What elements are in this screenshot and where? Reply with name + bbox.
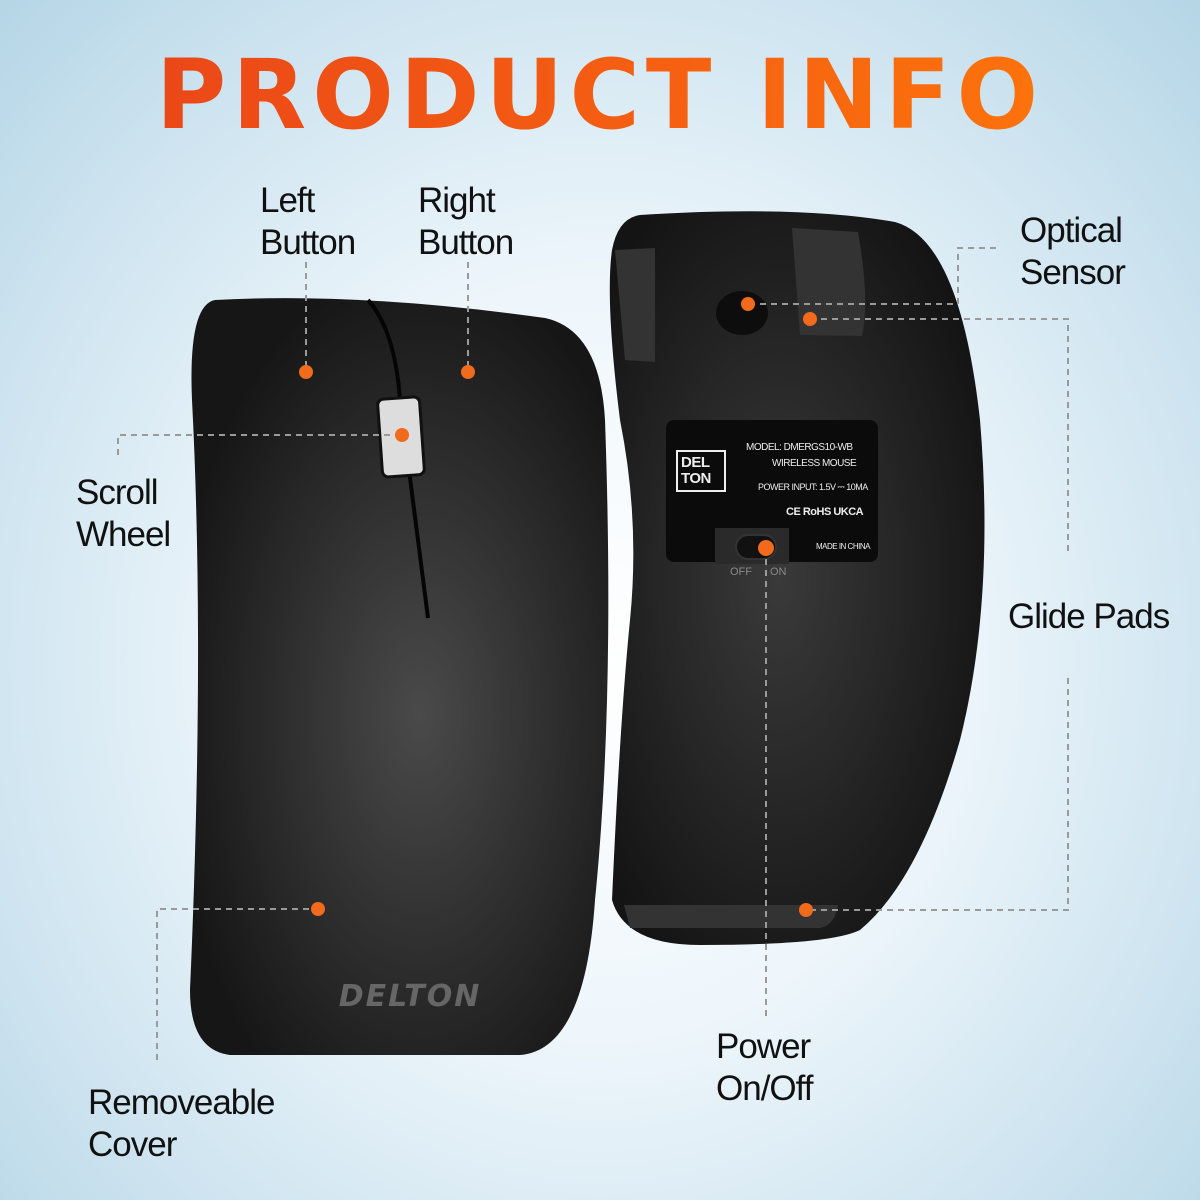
button-split [366, 298, 430, 619]
sticker-marks: CE RoHS UKCA [786, 506, 864, 518]
sticker-model: MODEL: DMERGS10-WB [746, 442, 853, 453]
label-left-button: Left Button [260, 181, 356, 262]
label-right-button: Right Button [418, 181, 514, 262]
glide-pad [624, 905, 838, 928]
label-power: Power On/Off [716, 1027, 813, 1108]
optical-sensor [716, 291, 768, 335]
switch-on-label: ON [770, 566, 787, 578]
sticker-bg [666, 420, 878, 562]
product-label-sticker: DEL TON MODEL: DMERGS10-WB WIRELESS MOUS… [666, 420, 876, 562]
label-glide-pads: Glide Pads [1008, 597, 1170, 636]
sticker-logo: DEL TON [676, 450, 726, 492]
page-title: PRODUCT INFO [0, 40, 1200, 150]
brand-logo: DELTON [339, 979, 482, 1014]
leader-lines [117, 247, 1069, 1060]
glide-pad [615, 248, 655, 362]
mouse-top-view [190, 298, 609, 1055]
switch-off-label: OFF [730, 566, 752, 578]
label-optical-sensor: Optical Sensor [1020, 211, 1126, 292]
label-scroll-wheel: Scroll Wheel [76, 473, 171, 554]
sticker-type: WIRELESS MOUSE [772, 458, 857, 469]
mouse-bottom-view [609, 211, 985, 946]
callout-dots [299, 297, 817, 917]
sticker-origin: MADE IN CHINA [816, 542, 870, 551]
label-removeable-cover: Removeable Cover [88, 1083, 275, 1164]
glide-pad [792, 228, 866, 336]
sticker-power: POWER INPUT: 1.5V ⎓ 10MA [758, 482, 868, 492]
